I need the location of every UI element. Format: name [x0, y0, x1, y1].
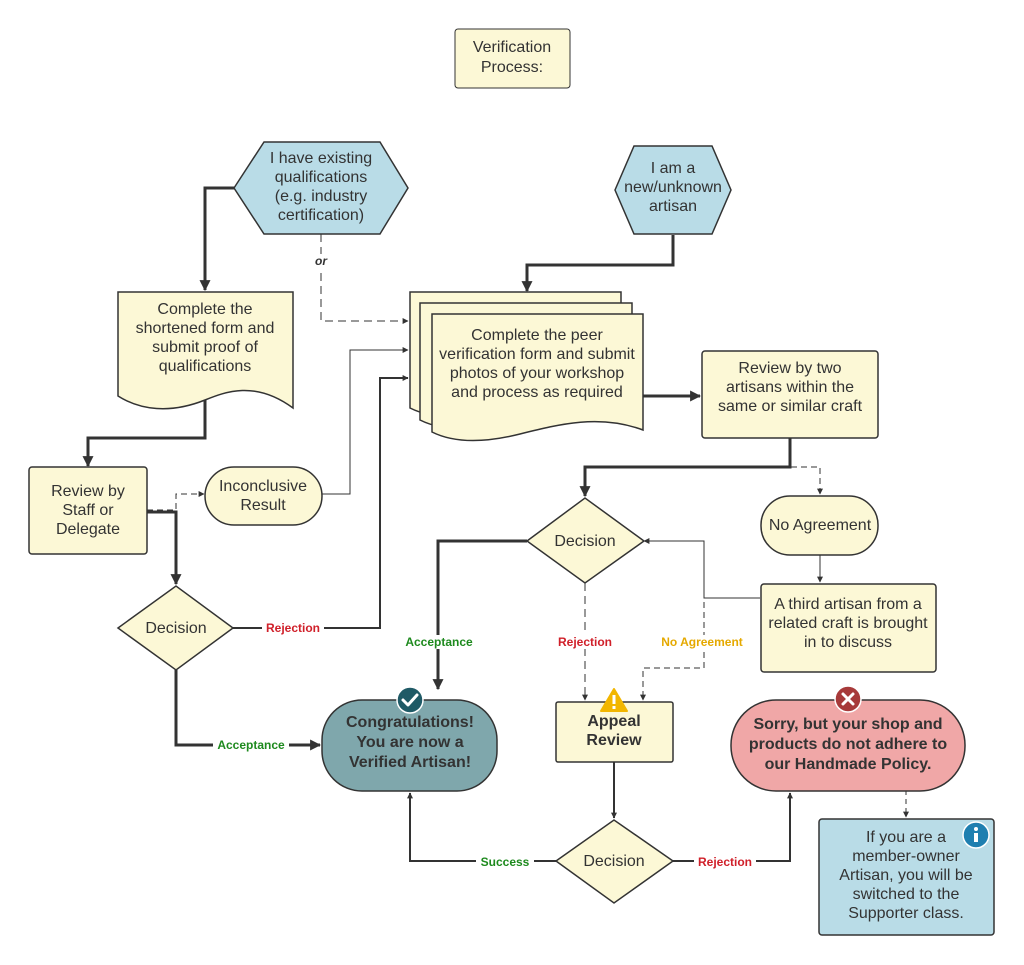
decision-bottom-node [554, 819, 675, 904]
shortened-form-line: shortened form and [136, 320, 275, 337]
existing-qualifications-line: certification) [278, 207, 364, 224]
verified-line: You are now a [356, 734, 463, 751]
edge-label-rejection-bottom: Rejection [698, 855, 752, 869]
svg-text:Congratulations!You are now aV: Congratulations! You are now a Verified Ar… [346, 714, 474, 771]
peer-form-line: and process as required [451, 384, 623, 401]
shortened-form-node [117, 291, 294, 410]
edge-decision-bottom-rejection [673, 792, 793, 862]
edge-staff-to-decision [147, 510, 182, 586]
appeal-line: Appeal [587, 713, 640, 730]
decision-top-node [525, 497, 646, 584]
edge-label-no-agreement: No Agreement [661, 635, 743, 649]
peer-form-line: Complete the peer [471, 327, 603, 344]
warning-icon [600, 688, 628, 712]
supporter-note-node [818, 818, 995, 936]
two-artisans-line: same or similar craft [718, 398, 863, 415]
two-artisans-line: Review by two [738, 360, 841, 377]
inconclusive-line: Inconclusive [219, 478, 307, 495]
staff-review-line: Delegate [56, 521, 120, 538]
edge-existing-to-shortened [199, 186, 234, 292]
supporter-line: switched to the [853, 886, 960, 903]
third-artisan-node [760, 583, 937, 673]
edge-label-acceptance-left: Acceptance [217, 738, 285, 752]
edge-two-to-noagreement [789, 438, 823, 495]
no-agreement-node [760, 495, 879, 556]
existing-qualifications-node [233, 141, 409, 235]
edge-decision-bottom-success [407, 792, 556, 862]
info-icon [962, 821, 990, 849]
shortened-form-line: submit proof of [152, 339, 258, 356]
edge-third-to-appeal [640, 597, 760, 701]
check-icon [396, 686, 424, 714]
new-artisan-node [614, 145, 732, 235]
edge-decision-left-acceptance [174, 670, 322, 751]
edge-shortened-to-staff [82, 400, 207, 468]
two-artisans-line: artisans within the [726, 379, 854, 396]
staff-review-node [28, 466, 148, 555]
close-icon [834, 685, 862, 713]
two-artisans-review-node [701, 350, 879, 439]
supporter-line: Supporter class. [848, 905, 964, 922]
edge-label-success: Success [481, 855, 530, 869]
appeal-line: Review [586, 732, 642, 749]
shortened-form-line: Complete the [157, 301, 252, 318]
existing-qualifications-line: qualifications [275, 169, 368, 186]
sorry-line: Sorry, but your shop and [753, 716, 942, 733]
supporter-line: member-owner [852, 848, 960, 865]
new-artisan-line: new/unknown [624, 179, 722, 196]
decision-bottom-label: Decision [583, 853, 644, 870]
staff-review-line: Review by [51, 483, 125, 500]
edge-two-to-decision [579, 438, 792, 498]
peer-form-node [409, 291, 644, 442]
edge-decision-top-acceptance [432, 539, 527, 691]
decision-left-node [116, 585, 235, 671]
third-artisan-line: in to discuss [804, 634, 892, 651]
third-artisan-line: A third artisan from a [774, 596, 922, 613]
peer-form-line: verification form and submit [439, 346, 635, 363]
no-agreement-label: No Agreement [769, 517, 872, 534]
edge-label-or: or [315, 254, 328, 268]
edge-label-rejection-left: Rejection [266, 621, 320, 635]
decision-left-label: Decision [145, 620, 206, 637]
inconclusive-line: Result [240, 497, 286, 514]
sorry-line: products do not adhere to [749, 736, 947, 753]
new-artisan-line: I am a [651, 160, 696, 177]
peer-form-line: photos of your workshop [450, 365, 624, 382]
edge-existing-to-peer-or [320, 234, 409, 324]
edge-staff-to-inconclusive [147, 491, 205, 511]
existing-qualifications-line: I have existing [270, 150, 372, 167]
edge-third-to-decision [643, 538, 760, 599]
supporter-line: If you are a [866, 829, 946, 846]
edge-new-to-peer [521, 235, 675, 293]
edge-label-rejection-mid: Rejection [558, 635, 612, 649]
existing-qualifications-line: (e.g. industry [275, 188, 367, 205]
supporter-line: Artisan, you will be [839, 867, 972, 884]
verified-line: Verified Artisan! [349, 754, 471, 771]
sorry-line: our Handmade Policy. [765, 756, 932, 773]
verified-line: Congratulations! [346, 714, 474, 731]
shortened-form-line: qualifications [159, 358, 252, 375]
edge-label-acceptance-mid: Acceptance [405, 635, 473, 649]
third-artisan-line: related craft is brought [768, 615, 928, 632]
inconclusive-result-node [204, 466, 323, 526]
staff-review-line: Staff or [62, 502, 114, 519]
title-box [454, 28, 571, 89]
decision-top-label: Decision [554, 533, 615, 550]
edge-inconclusive-to-peer [322, 347, 409, 495]
new-artisan-line: artisan [649, 198, 697, 215]
